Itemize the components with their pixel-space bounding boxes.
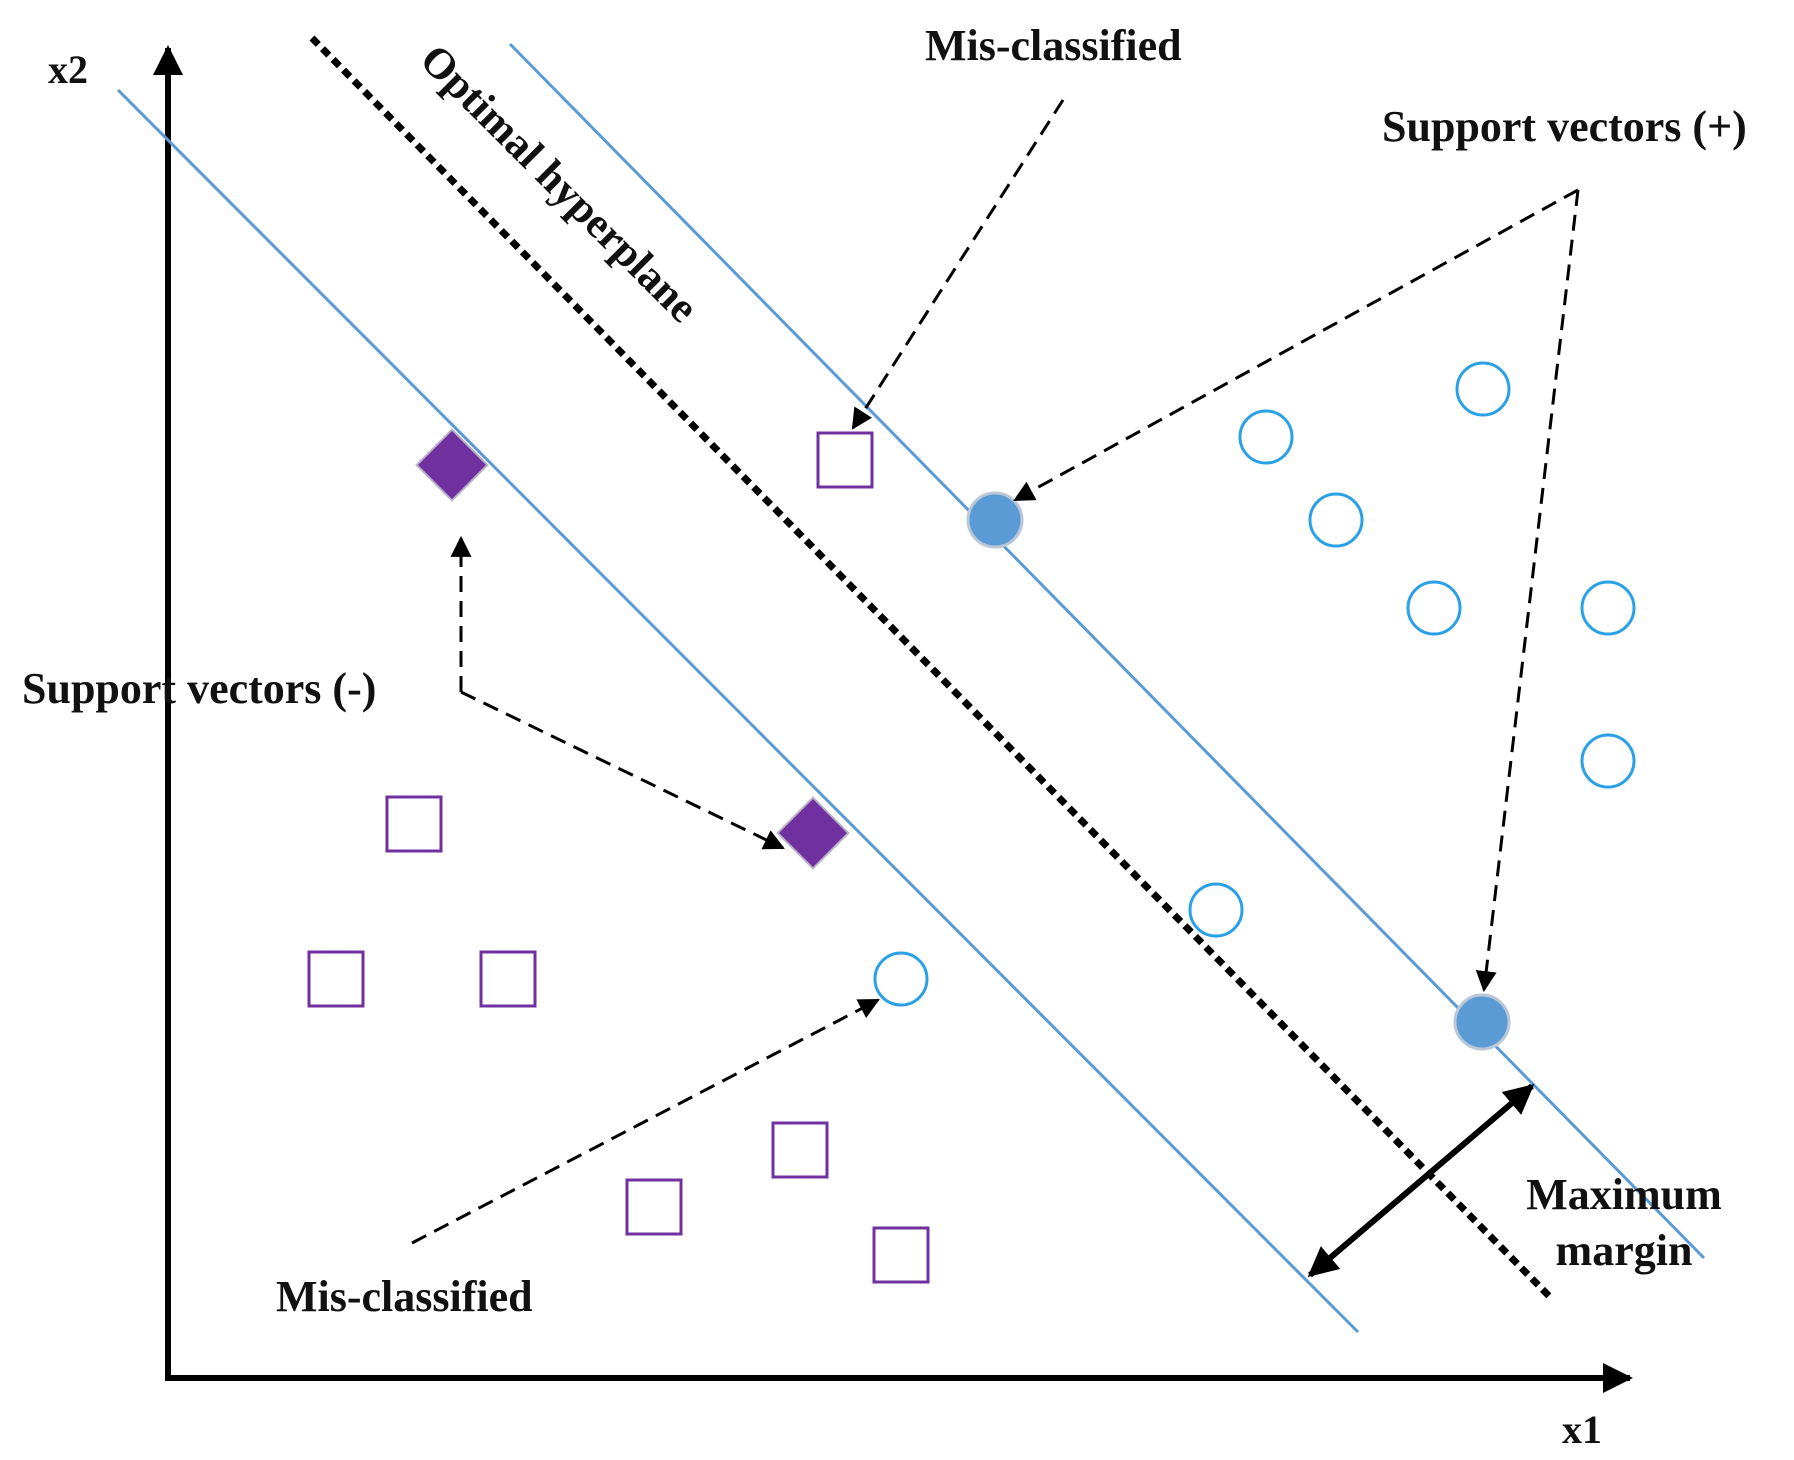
positive-point [1406,580,1462,636]
misclassified-top-arrow [851,99,1065,430]
misclassified-bottom-label: Mis-classified [276,1272,533,1321]
maximum-margin-arrow [1307,1083,1535,1278]
x-axis-label: x1 [1562,1407,1602,1452]
negative-support-vector [776,796,850,870]
optimal-hyperplane-line [309,35,1553,1300]
support-vectors-pos-label: Support vectors (+) [1382,102,1747,151]
positive-margin-line [508,42,1706,1260]
negative-point [816,431,874,489]
positive-support-vector [966,491,1024,549]
positive-point [1580,580,1636,636]
positive-point [1238,409,1294,465]
negative-point [307,950,365,1008]
positive-point [873,951,929,1007]
negative-support-vector [415,428,489,502]
negative-point [385,795,443,853]
negative-point [771,1121,829,1179]
support-pos-arrow-lower [1475,189,1580,993]
support-neg-arrow-lower [460,690,785,850]
negative-point [625,1178,683,1236]
negative-margin-line [116,88,1360,1334]
positive-support-vector [1453,993,1511,1051]
maximum-margin-label-line1: Maximum [1526,1170,1722,1219]
maximum-margin-label-line2: margin [1556,1226,1693,1275]
positive-point [1308,492,1364,548]
misclassified-bottom-arrow [411,998,880,1245]
positive-point [1188,882,1244,938]
misclassified-top-label: Mis-classified [925,21,1182,70]
y-axis-label: x2 [48,47,88,92]
positive-point [1455,361,1511,417]
support-vectors-neg-label: Support vectors (-) [22,664,376,713]
negative-point [479,950,537,1008]
negative-point [872,1226,930,1284]
support-pos-arrow-upper [1013,188,1579,502]
positive-point [1580,733,1636,789]
